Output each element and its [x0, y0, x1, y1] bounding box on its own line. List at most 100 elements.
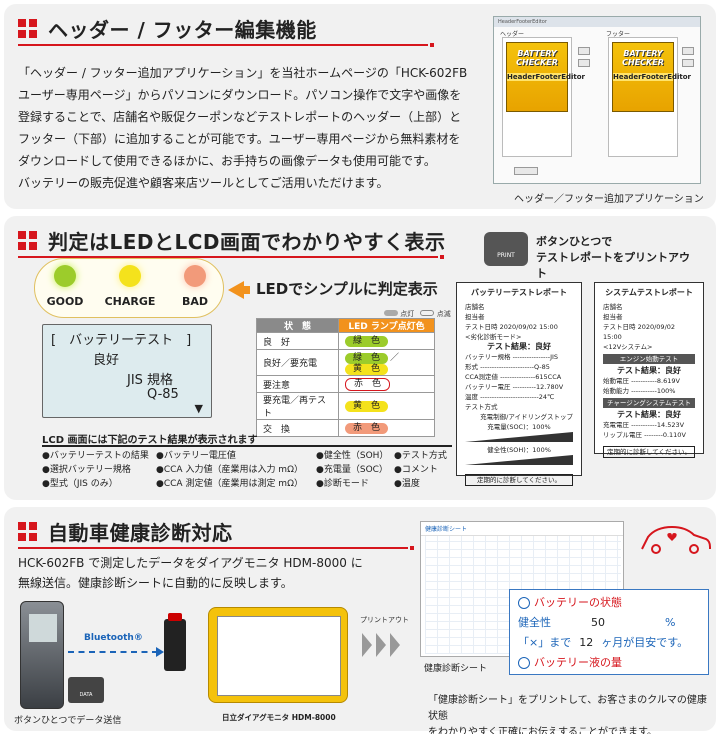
bluetooth-label: Bluetooth®: [84, 633, 143, 643]
send-caption: ボタンひとつでデータ送信: [14, 716, 122, 726]
app-button[interactable]: [578, 59, 590, 67]
led-status-table: 状 態 LED ランプ点灯色 良 好 緑 色 良好／要充電 緑 色／黄 色 要注…: [256, 318, 435, 437]
receipt-title: バッテリーテストレポート: [471, 288, 567, 297]
receipt-line: テスト日時 2020/09/02 15:00: [465, 323, 558, 331]
description-line: ダウンロードして使用できるほかに、お手持ちの画像データも使用可能です。: [18, 154, 436, 168]
legend-on-icon: [384, 310, 398, 316]
receipt-section-bar: エンジン始動テスト: [603, 354, 695, 364]
data-button-label: DATA: [79, 692, 93, 698]
receipt-line: 店舗名: [465, 303, 485, 311]
tablet-caption: 日立ダイアグモニタ HDM-8000: [222, 713, 336, 722]
zoom-row: バッテリー液の量: [514, 654, 704, 672]
section-heading: 自動車健康診断対応: [18, 517, 233, 546]
tablet-screen: [217, 616, 341, 696]
app-button[interactable]: [682, 47, 694, 55]
zoom-months-suffix: ヶ月が目安です。: [601, 636, 689, 649]
app-titlebar: HeaderFooterEditor: [494, 17, 700, 27]
zoom-fluid-level: バッテリー液の量: [534, 656, 622, 669]
section-description: 「ヘッダー / フッター追加アプリケーション」を当社ホームページの「HCK-60…: [18, 62, 467, 194]
receipt-line: CCA測定値 ---------------615CCA: [465, 373, 562, 381]
receipt-line: 温度 -------------------------24℃: [465, 393, 555, 401]
zoom-soh-value: 50: [591, 616, 605, 629]
lcd-info-title: LCD 画面には下記のテスト結果が表示されます: [42, 435, 258, 446]
chip-separator: ／: [390, 353, 400, 363]
lcd-line: 良好: [93, 353, 120, 368]
receipt-section-bar: チャージングシステムテスト: [603, 398, 695, 408]
lcd-info-item: ●バッテリー電圧値: [156, 451, 236, 461]
receipt-result: テスト結果：良好: [617, 366, 681, 375]
section-bullet-icon: [18, 18, 38, 39]
app-button[interactable]: [514, 167, 538, 175]
app-button[interactable]: [578, 47, 590, 55]
print-caption-line: テストレポートをプリントアウト: [536, 251, 690, 280]
led-panel: GOOD CHARGE BAD: [34, 258, 224, 318]
section-bullet-icon: [18, 230, 38, 251]
led-label: CHARGE: [104, 295, 156, 308]
card-title: BATTERY CHECKER: [516, 49, 558, 67]
receipt-line: 始動能力 -----------100%: [603, 387, 676, 395]
section-health-check: 自動車健康診断対応 HCK-602FB で測定したデータをダイアグモニタ HDM…: [4, 507, 716, 734]
print-button-label: PRINT: [497, 252, 515, 259]
lcd-info-item: ●温度: [394, 479, 420, 489]
soh-bar-graph: [465, 455, 573, 465]
car-heart-icon: [641, 525, 711, 554]
color-chip: 赤 色: [345, 422, 389, 434]
zoom-months-value: 12: [579, 636, 594, 649]
card-subtitle: HeaderFooterEditor: [613, 73, 692, 81]
chevron-right-icon: [376, 633, 386, 657]
description-line: フッター（下部）に追加することが可能です。ユーザー専用ページから無料素材を: [18, 132, 461, 146]
receipt-line: 始動電圧 -----------8.619V: [603, 377, 680, 385]
print-button[interactable]: PRINT: [484, 232, 528, 266]
lcd-info-item: ●CCA 入力値（産業用は入力 mΩ）: [156, 465, 303, 475]
led-good-icon: [54, 265, 76, 287]
wireless-link: [68, 651, 158, 653]
led-label: BAD: [181, 295, 209, 308]
lcd-info-item: ●テスト方式: [394, 451, 447, 461]
lcd-info-item: ●充電量（SOC）: [316, 465, 388, 475]
receipt-result: テスト結果：良好: [487, 342, 551, 351]
description-line: 登録することで、店舗名や販促クーポンなどテストレポートのヘッダー（上部）と: [18, 110, 462, 124]
receipt-line: 形式 -----------------------Q-85: [465, 363, 550, 371]
receipt-line: 充電制御/アイドリングストップ: [480, 413, 573, 421]
soc-bar-graph: [465, 432, 573, 442]
table-header-row: 状 態 LED ランプ点灯色: [256, 318, 435, 333]
receipt-result: テスト結果：良好: [617, 410, 681, 419]
section-title: ヘッダー / フッター編集機能: [48, 18, 317, 42]
caption-line: をわかりやすく正確にお伝えすることができます。: [428, 727, 657, 734]
receipt-line: 店舗名: [603, 303, 623, 311]
lcd-info-item: ●診断モード: [316, 479, 369, 489]
printout-label: プリントアウト: [360, 616, 409, 624]
lcd-info-column: ●バッテリーテストの結果 ●選択バッテリー規格 ●型式（JIS のみ）: [42, 449, 149, 491]
lcd-line: [ バッテリーテスト ]: [51, 333, 192, 348]
header-card: BATTERY CHECKER HeaderFooterEditor: [506, 42, 585, 112]
title-underline: [18, 255, 444, 259]
table-cell: 交 換: [256, 419, 339, 437]
battery-tester-device: [20, 601, 64, 709]
receipt-line: <劣化診断モード>: [465, 333, 522, 341]
table-cell: 良 好: [256, 332, 339, 350]
color-chip: 赤 色: [345, 377, 391, 391]
app-button[interactable]: [682, 59, 694, 67]
section-title: 判定はLEDとLCD画面でわかりやすく表示: [48, 230, 446, 254]
description-line: バッテリーの販売促進や顧客来店ツールとしてご活用いただけます。: [18, 176, 389, 190]
title-underline: [18, 546, 414, 550]
description-line: HCK-602FB で測定したデータをダイアグモニタ HDM-8000 に: [18, 556, 363, 570]
description-line: 無線送信。健康診断シートに自動的に反映します。: [18, 576, 293, 590]
led-legend: 点灯 点滅: [384, 309, 451, 319]
zoom-row: バッテリーの状態: [514, 594, 704, 612]
lcd-info-rule: [42, 445, 452, 447]
led-bad-icon: [184, 265, 206, 287]
data-button[interactable]: DATA: [68, 677, 104, 703]
zoom-months-prefix: 「×」まで: [518, 636, 572, 649]
receipt-line: リップル電圧 --------0.110V: [603, 431, 686, 439]
receipt-footer: 定期的に診断してください。: [603, 446, 695, 458]
table-row: 交 換 赤 色: [256, 419, 435, 437]
receipt-footer: 定期的に診断してください。: [465, 474, 573, 486]
health-sheet-caption: 「健康診断シート」をプリントして、お客さまのクルマの健康状態 をわかりやすく正確…: [428, 693, 716, 734]
footer-card: BATTERY CHECKER HeaderFooterEditor: [612, 42, 692, 112]
section-bullet-icon: [18, 521, 38, 542]
section-description: HCK-602FB で測定したデータをダイアグモニタ HDM-8000 に 無線…: [18, 553, 363, 593]
receipt-soc: 充電量(SOC)：100%: [487, 423, 551, 431]
